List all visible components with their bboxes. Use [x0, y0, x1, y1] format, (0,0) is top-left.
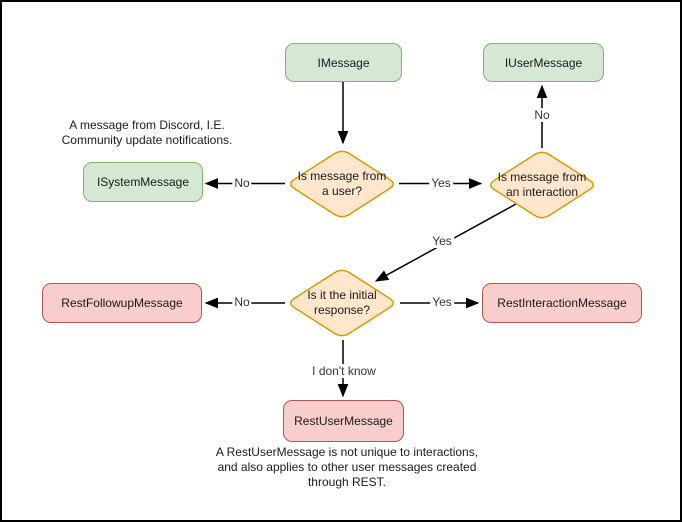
node-iusermessage: IUserMessage [483, 43, 604, 82]
edge-label-no-interaction: No [532, 108, 552, 122]
node-is-it-the-initial-response: Is it the initial response? [285, 266, 399, 340]
edge-label-yes-user: Yes [429, 176, 453, 190]
node-is-message-from-an-interaction: Is message from an interaction [485, 148, 599, 222]
node-restfollowupmessage: RestFollowupMessage [42, 283, 202, 323]
edge-label-no-user: No [232, 176, 252, 190]
edge-label-i-dont-know: I don't know [310, 364, 378, 378]
edge-label-yes-initial: Yes [430, 295, 454, 309]
edge-label-yes-interaction: Yes [430, 234, 454, 248]
annotation-isystemmessage-note: A message from Discord, I.E. Community u… [61, 118, 233, 147]
diamond-label: Is message from a user? [297, 168, 387, 198]
diamond-label: Is it the initial response? [307, 288, 377, 317]
diamond-label: Is message from an interaction [497, 169, 587, 199]
annotation-restusermessage-note: A RestUserMessage is not unique to inter… [215, 445, 479, 489]
node-imessage: IMessage [285, 43, 402, 82]
edge-label-no-initial: No [232, 295, 252, 309]
node-restinteractionmessage: RestInteractionMessage [482, 283, 642, 323]
node-isystemmessage: ISystemMessage [83, 162, 203, 202]
node-is-message-from-a-user: Is message from a user? [285, 147, 399, 221]
diamond-shape [290, 269, 394, 337]
diamond-shape [490, 151, 594, 218]
diamond-shape [290, 150, 394, 217]
node-restusermessage: RestUserMessage [283, 400, 404, 442]
